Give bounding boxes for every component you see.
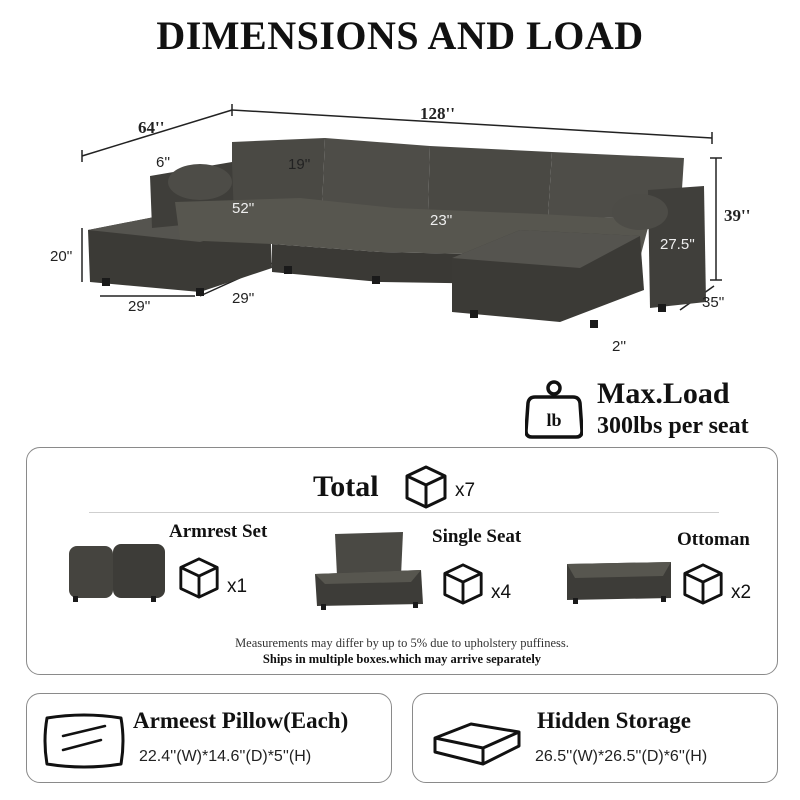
storage-dimensions: 26.5''(W)*26.5''(D)*6''(H) bbox=[535, 748, 708, 765]
box-icon bbox=[405, 465, 447, 509]
dim-ottoman-depth: 29'' bbox=[232, 290, 255, 307]
sofa-dimensions-diagram: 64'' 128'' 6'' 19'' 52'' 23'' 39'' 27.5'… bbox=[0, 90, 800, 370]
total-qty: x7 bbox=[455, 480, 476, 501]
storage-box-icon bbox=[433, 722, 521, 766]
shipping-note: Ships in multiple boxes.which may arrive… bbox=[262, 652, 542, 666]
single-seat-label: Single Seat bbox=[432, 526, 522, 547]
dim-overall-height: 39'' bbox=[724, 206, 751, 225]
storage-title: Hidden Storage bbox=[537, 708, 691, 733]
measurement-note: Measurements may differ by up to 5% due … bbox=[235, 636, 569, 650]
pillow-panel: Armeest Pillow(Each) 22.4''(W)*14.6''(D)… bbox=[26, 693, 392, 783]
max-load-title: Max.Load bbox=[597, 377, 730, 410]
total-label: Total bbox=[313, 470, 379, 503]
dim-leg-height: 2'' bbox=[612, 338, 627, 355]
package-contents-panel: Total x7 Armrest Set x1 Single Seat x4 O… bbox=[26, 447, 778, 675]
pillow-dimensions: 22.4''(W)*14.6''(D)*5''(H) bbox=[139, 748, 312, 765]
divider bbox=[89, 512, 719, 513]
dim-seat-width-left: 52'' bbox=[232, 200, 255, 217]
max-load-subtitle: 300lbs per seat bbox=[597, 413, 749, 439]
ottoman-label: Ottoman bbox=[677, 529, 750, 550]
dim-overall-width: 128'' bbox=[420, 104, 455, 123]
single-seat-image bbox=[315, 532, 423, 610]
box-icon bbox=[443, 563, 483, 605]
dim-seat-depth: 23'' bbox=[430, 212, 453, 229]
pillow-icon bbox=[43, 713, 125, 769]
max-load-badge: lb Max.Load 300lbs per seat bbox=[525, 375, 795, 445]
dim-back-height: 19'' bbox=[288, 156, 311, 173]
weight-icon-letter: lb bbox=[546, 410, 561, 430]
total-row: Total x7 bbox=[27, 462, 777, 512]
armrest-set-qty: x1 bbox=[227, 576, 248, 597]
dim-arm-width: 6'' bbox=[156, 154, 171, 171]
box-icon bbox=[683, 563, 723, 605]
dim-seat-height-right: 27.5'' bbox=[660, 236, 695, 253]
armrest-set-image bbox=[69, 544, 165, 602]
pillow-title: Armeest Pillow(Each) bbox=[133, 708, 349, 733]
single-seat-qty: x4 bbox=[491, 582, 512, 603]
weight-icon: lb bbox=[525, 380, 583, 439]
page-title: DIMENSIONS AND LOAD bbox=[156, 13, 644, 58]
sofa-illustration bbox=[81, 104, 722, 328]
ottoman-image bbox=[567, 562, 671, 604]
dim-ottoman-width: 29'' bbox=[128, 298, 151, 315]
dim-depth-left: 64'' bbox=[138, 118, 165, 137]
armrest-set-label: Armrest Set bbox=[169, 521, 268, 542]
ottoman-qty: x2 bbox=[731, 582, 752, 603]
dim-arm-depth-right: 35'' bbox=[702, 294, 725, 311]
storage-panel: Hidden Storage 26.5''(W)*26.5''(D)*6''(H… bbox=[412, 693, 778, 783]
dim-seat-height-left: 20'' bbox=[50, 248, 73, 265]
box-icon bbox=[179, 557, 219, 599]
